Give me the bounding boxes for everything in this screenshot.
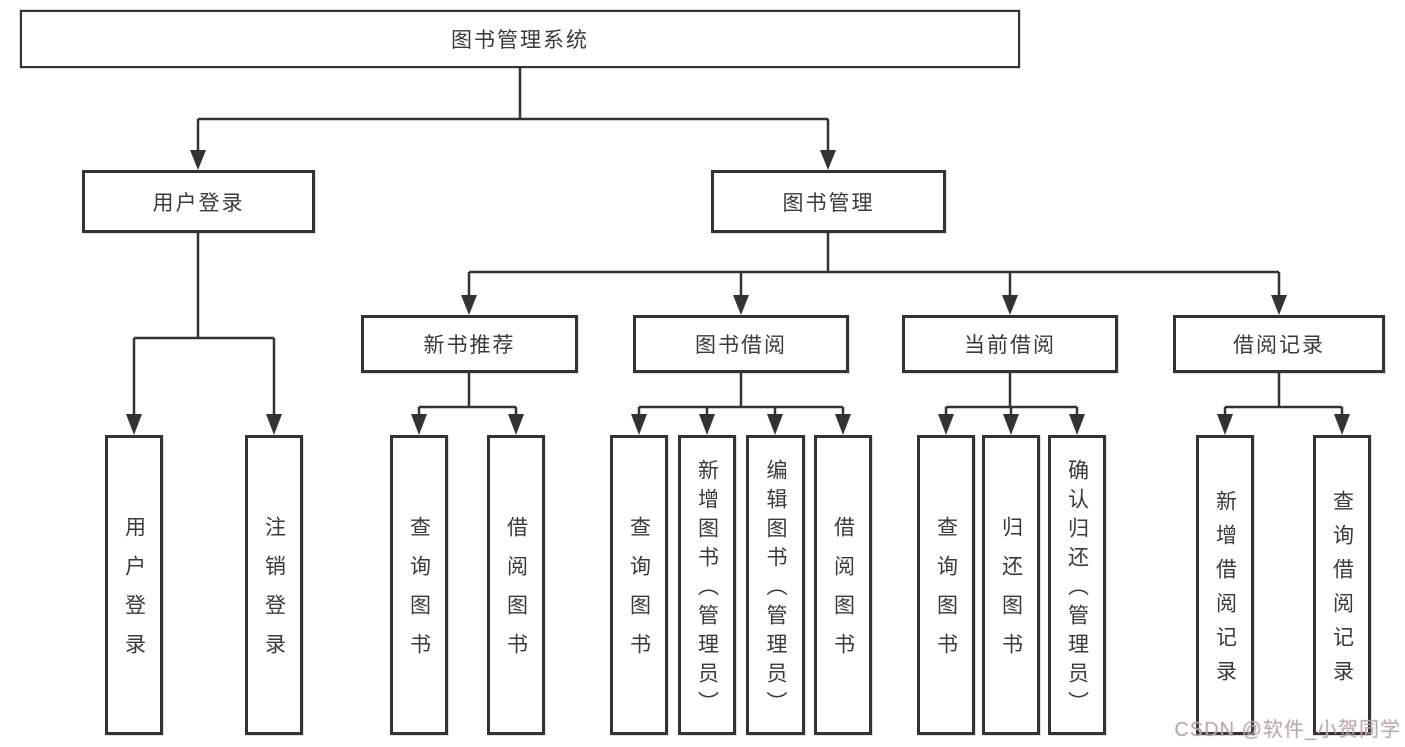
- leaf-label: 确认归还（管理员）: [1065, 458, 1089, 720]
- leaf-label: 注销登录: [262, 516, 286, 672]
- leaf-query-books-recommend: 查询图书: [390, 435, 448, 735]
- leaf-label: 编辑图书（管理员）: [764, 458, 787, 720]
- leaf-confirm-return-admin: 确认归还（管理员）: [1048, 435, 1106, 735]
- leaf-return-books: 归还图书: [982, 435, 1040, 735]
- node-label: 当前借阅: [964, 334, 1056, 357]
- node-label: 借阅记录: [1233, 334, 1325, 357]
- leaf-label: 查询图书: [934, 516, 958, 672]
- leaf-label: 新增借阅记录: [1213, 489, 1237, 694]
- node-label: 图书管理: [782, 191, 875, 215]
- leaf-label: 借阅图书: [831, 516, 855, 672]
- node-label: 图书借阅: [695, 334, 787, 357]
- node-borrowing-records: 借阅记录: [1173, 315, 1385, 373]
- node-label: 新书推荐: [423, 334, 516, 357]
- node-book-management-module: 图书管理: [711, 170, 946, 233]
- leaf-label: 用户登录: [122, 516, 146, 672]
- leaf-user-login: 用户登录: [105, 435, 163, 735]
- leaf-edit-books-admin: 编辑图书（管理员）: [746, 435, 805, 735]
- leaf-label: 查询图书: [407, 516, 431, 672]
- node-book-borrowing: 图书借阅: [633, 315, 849, 373]
- leaf-label: 借阅图书: [504, 516, 528, 672]
- node-label: 图书管理系统: [451, 29, 589, 52]
- leaf-label: 查询图书: [627, 516, 651, 672]
- leaf-borrow-books-recommend: 借阅图书: [487, 435, 545, 735]
- leaf-label: 归还图书: [999, 516, 1023, 672]
- leaf-query-books-current: 查询图书: [917, 435, 975, 735]
- leaf-label: 新增图书（管理员）: [695, 458, 719, 720]
- node-label: 用户登录: [152, 191, 245, 215]
- leaf-borrow-books: 借阅图书: [814, 435, 872, 735]
- leaf-label: 查询借阅记录: [1330, 489, 1354, 694]
- leaf-query-books-borrowing: 查询图书: [610, 435, 668, 735]
- node-user-login-module: 用户登录: [82, 170, 315, 233]
- node-current-borrowing: 当前借阅: [902, 315, 1118, 373]
- node-new-book-recommendation: 新书推荐: [361, 315, 578, 373]
- csdn-watermark: CSDN @软件_小贺同学: [1174, 719, 1401, 741]
- leaf-query-borrow-record: 查询借阅记录: [1313, 435, 1371, 735]
- leaf-logout: 注销登录: [245, 435, 303, 735]
- node-library-management-system: 图书管理系统: [20, 10, 1020, 68]
- leaf-add-borrow-record: 新增借阅记录: [1196, 435, 1254, 735]
- leaf-add-books-admin: 新增图书（管理员）: [678, 435, 736, 735]
